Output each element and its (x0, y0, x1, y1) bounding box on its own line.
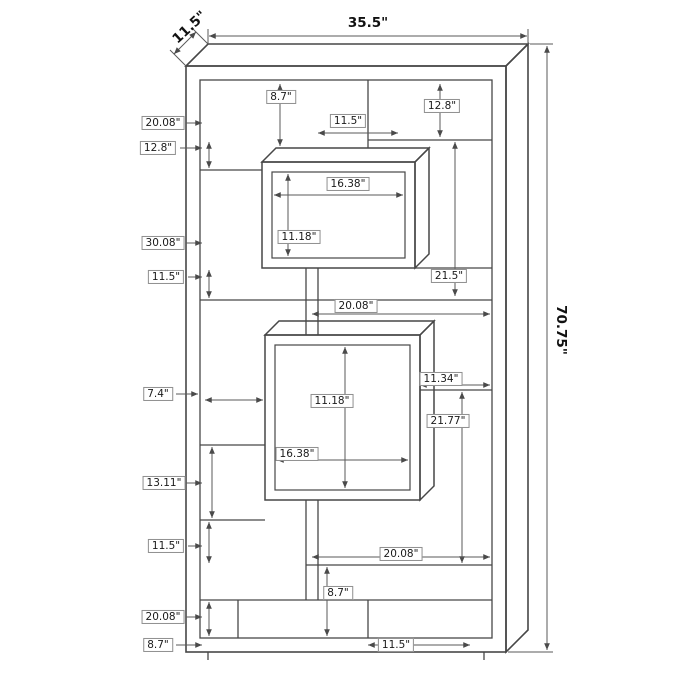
dim-left-col-1: 20.08" (141, 115, 185, 131)
shelves-and-dividers (200, 80, 492, 638)
dim-upper-cube-inner-height: 11.18" (277, 229, 321, 245)
dim-lower-cube-inner-height: 11.18" (310, 393, 354, 409)
dim-bottom-middle-height: 8.7" (323, 585, 353, 601)
dimension-lines (169, 27, 553, 653)
feet (207, 652, 485, 660)
upper-cube-top-face (260, 147, 431, 163)
dim-bottom-right-opening-width: 11.5" (377, 637, 415, 653)
dim-right-middle-shelf-width: 11.34" (419, 371, 463, 387)
dim-top-middle-width: 11.5" (329, 113, 367, 129)
upper-cube-front (261, 161, 416, 269)
dim-lower-cube-inner-width: 16.38" (275, 446, 319, 462)
upper-cube-inner (271, 171, 406, 259)
lower-cube-inner (274, 344, 411, 491)
extension-lines (169, 27, 553, 653)
dim-left-col-9: 8.7" (143, 637, 173, 653)
dim-left-col-4: 11.5" (147, 269, 185, 285)
dim-top-right-opening-height: 12.8" (423, 98, 461, 114)
front-face (185, 65, 507, 653)
cabinet-outline (184, 42, 530, 660)
lower-cube-right-face (419, 319, 435, 502)
dim-top-left-opening-height: 8.7" (266, 89, 296, 105)
upper-cube-right-face (414, 146, 430, 270)
dim-left-col-5: 7.4" (143, 386, 173, 402)
dim-right-upper-opening-height: 21.5" (430, 268, 468, 284)
lower-display-cube (263, 319, 436, 502)
dim-left-col-6: 13.11" (142, 475, 186, 491)
dim-left-col-3: 30.08" (141, 235, 185, 251)
dim-left-col-2: 12.8" (139, 140, 177, 156)
right-side-face (505, 42, 529, 654)
dim-upper-cube-inner-width: 16.38" (326, 176, 370, 192)
inner-frame (199, 79, 493, 639)
upper-display-cube (260, 146, 431, 270)
dim-lower-opening-width: 20.08" (379, 546, 423, 562)
dim-middle-opening-width: 20.08" (334, 298, 378, 314)
overall-depth-dimline (173, 31, 197, 55)
dim-left-col-8: 20.08" (141, 609, 185, 625)
upper-support-column (305, 268, 319, 335)
lower-cube-front (264, 334, 421, 501)
dim-overall-width: 35.5" (347, 15, 389, 32)
dim-overall-height: 70.75" (552, 305, 569, 355)
lower-support-column (305, 500, 319, 600)
lower-cube-top-face (263, 320, 436, 336)
top-face (184, 43, 530, 67)
dim-right-lower-opening-height: 21.77" (426, 413, 470, 429)
dim-left-col-7: 11.5" (147, 538, 185, 554)
